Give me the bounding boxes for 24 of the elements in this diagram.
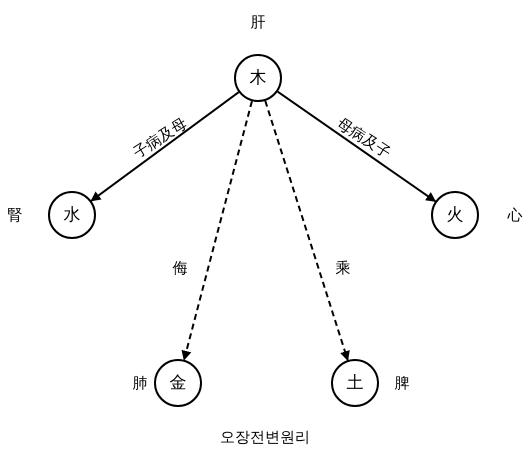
organ-label: 心 — [508, 206, 522, 224]
node-label: 金 — [170, 374, 186, 392]
circle-node — [331, 359, 379, 407]
node-label: 土 — [346, 374, 364, 392]
edge-label: 母病及子 — [334, 114, 394, 162]
circle-node — [154, 359, 202, 407]
edge-label: 子病及母 — [130, 114, 190, 162]
arrow — [277, 90, 436, 202]
organ-label: 脾 — [394, 374, 410, 392]
arrow — [264, 100, 350, 362]
node-label: 水 — [64, 206, 80, 224]
organ-label: 肝 — [250, 13, 266, 31]
circle-node — [48, 191, 96, 239]
circle-node — [431, 191, 479, 239]
arrow — [182, 100, 253, 361]
caption: 오장전변원리 — [220, 428, 310, 446]
edge-label: 侮 — [172, 259, 188, 277]
node-label: 火 — [446, 206, 464, 224]
organ-label: 肺 — [132, 374, 148, 392]
arrow — [90, 91, 240, 202]
circle-node — [234, 54, 282, 102]
node-label: 木 — [250, 70, 266, 86]
organ-label: 腎 — [8, 206, 22, 224]
edge-label: 乘 — [336, 259, 350, 277]
